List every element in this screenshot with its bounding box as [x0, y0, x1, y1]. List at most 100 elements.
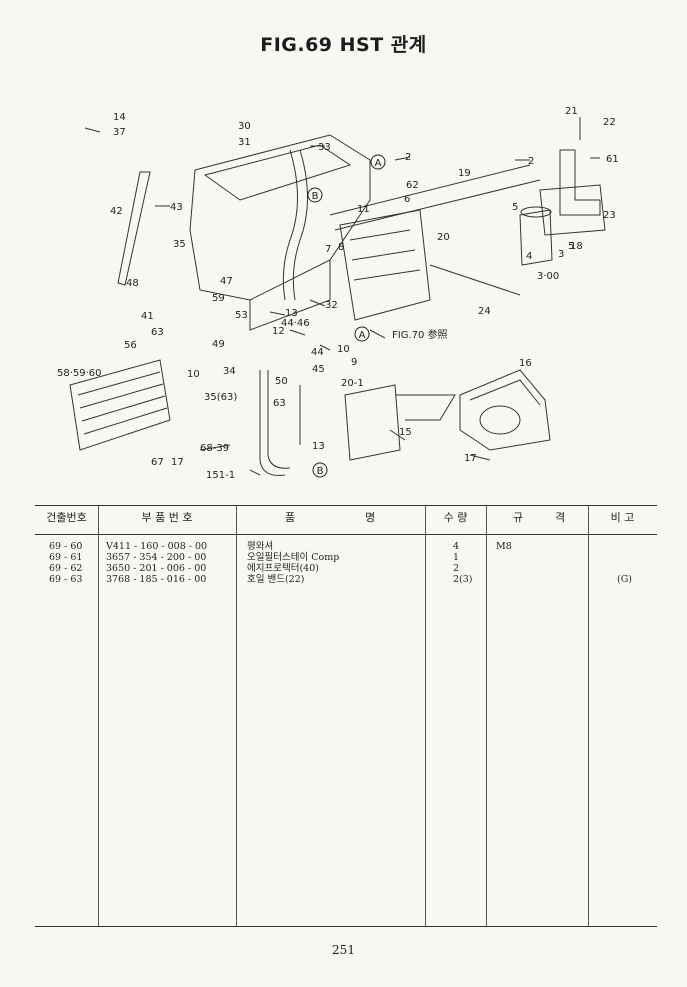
- callout-label: 17: [464, 453, 477, 464]
- callout-label: 47: [220, 276, 233, 287]
- callout-label: 5: [568, 241, 574, 252]
- header-name-right: 명: [365, 511, 376, 524]
- callout-label: 67: [151, 457, 164, 468]
- callout-label: 68-39: [200, 443, 229, 454]
- table-cell: [496, 552, 512, 563]
- callout-label: 10: [187, 369, 200, 380]
- callout-label: 6: [404, 194, 410, 205]
- column-spec: M8: [496, 541, 512, 585]
- callout-label: FIG.70 参照: [392, 328, 448, 341]
- callout-label: 45: [312, 364, 325, 375]
- column-remarks: (G): [617, 541, 632, 585]
- callout-label: 7: [325, 244, 331, 255]
- callout-label: 31: [238, 137, 251, 148]
- callout-label: 20: [437, 232, 450, 243]
- callout-label: 34: [223, 366, 236, 377]
- table-cell: 4: [453, 541, 460, 552]
- callout-label: 13: [312, 441, 325, 452]
- column-qty: 4 1 2 2(3): [453, 541, 473, 585]
- table-cell: V411 - 160 - 008 - 00: [106, 541, 208, 552]
- callout-label: 16: [519, 358, 532, 369]
- parts-table: 건출번호 부 품 번 호 품 명 수 량 규 격 비 고 69 - 60 69 …: [35, 505, 657, 927]
- callout-label: 24: [478, 306, 491, 317]
- callout-label: 5: [512, 202, 518, 213]
- callout-label: 48: [126, 278, 139, 289]
- callout-label: 61: [606, 154, 619, 165]
- header-name-left: 품: [285, 511, 296, 524]
- callout-label: 49: [212, 339, 225, 350]
- callout-label: 23: [603, 210, 616, 221]
- table-cell: 1: [453, 552, 460, 563]
- callout-label: 59: [212, 293, 225, 304]
- callout-label: 33: [318, 142, 331, 153]
- callout-label: 53: [235, 310, 248, 321]
- column-no: 69 - 60 69 - 61 69 - 62 69 - 63: [49, 541, 82, 585]
- callout-label: 35(63): [204, 392, 237, 403]
- table-cell: [496, 574, 512, 585]
- table-cell: 3768 - 185 - 016 - 00: [106, 574, 207, 585]
- callout-label: 44: [311, 347, 324, 358]
- callout-label: 4: [526, 251, 532, 262]
- callout-label: 43: [170, 202, 183, 213]
- callout-label: 15: [399, 427, 412, 438]
- callout-label: 20-1: [341, 378, 364, 389]
- table-cell: 69 - 61: [49, 552, 83, 563]
- circle-marker-label: B: [312, 191, 319, 202]
- table-cell: (G): [617, 574, 633, 585]
- table-cell: [617, 563, 632, 574]
- column-name: 평와셔 오일필터스테이 Comp 에지프로텍터(40) 호일 밴드(22): [247, 541, 339, 585]
- callout-label: 8: [338, 242, 344, 253]
- callout-label: 63: [151, 327, 164, 338]
- callout-label: 62: [406, 180, 419, 191]
- table-cell: 평와셔: [247, 541, 274, 552]
- header-qty: 수 량: [443, 511, 468, 524]
- callout-label: 56: [124, 340, 137, 351]
- table-cell: 3650 - 201 - 006 - 00: [106, 563, 207, 574]
- table-cell: [496, 563, 512, 574]
- callout-label: 35: [173, 239, 186, 250]
- diagram-circle-markers: [307, 154, 386, 478]
- table-cell: [617, 552, 632, 563]
- callout-label: 2: [528, 156, 534, 167]
- table-cell: 에지프로텍터(40): [247, 563, 319, 574]
- circle-marker-label: A: [375, 158, 382, 169]
- callout-label: 11: [357, 204, 370, 215]
- callout-label: 12: [272, 326, 285, 337]
- callout-label: 41: [141, 311, 154, 322]
- callout-label: 37: [113, 127, 126, 138]
- callout-label: 10: [337, 344, 350, 355]
- callout-label: 3: [558, 249, 564, 260]
- circle-marker-label: A: [359, 330, 366, 341]
- figure-title: FIG.69 HST 관계: [260, 34, 427, 56]
- header-part-number: 부 품 번 호: [141, 511, 193, 524]
- callout-label: 2: [405, 152, 411, 163]
- callout-label: 19: [458, 168, 471, 179]
- callout-label: 63: [273, 398, 286, 409]
- table-cell: 2: [453, 563, 460, 574]
- callout-label: 32: [325, 300, 338, 311]
- callout-label: 9: [351, 357, 357, 368]
- column-part-number: V411 - 160 - 008 - 00 3657 - 354 - 200 -…: [106, 541, 207, 585]
- table-cell: M8: [496, 541, 512, 552]
- header-no: 건출번호: [46, 511, 87, 524]
- callout-label: 58·59·60: [57, 368, 102, 379]
- circle-marker-label: B: [317, 466, 324, 477]
- callout-label: 30: [238, 121, 251, 132]
- table-cell: 2(3): [453, 574, 473, 585]
- callout-label: 13: [285, 308, 298, 319]
- callout-label: 3·00: [537, 271, 559, 282]
- header-spec-left: 규: [513, 511, 524, 524]
- callout-label: 14: [113, 112, 126, 123]
- table-cell: [617, 541, 632, 552]
- callout-label: 50: [275, 376, 288, 387]
- callout-label: 21: [565, 106, 578, 117]
- table-cell: 69 - 60: [49, 541, 83, 552]
- callout-label: 151-1: [206, 470, 235, 481]
- header-spec-right: 격: [555, 511, 566, 524]
- callout-label: 17: [171, 457, 184, 468]
- table-cell: 69 - 63: [49, 574, 83, 585]
- table-cell: 69 - 62: [49, 563, 83, 574]
- table-cell: 3657 - 354 - 200 - 00: [106, 552, 207, 563]
- header-remarks: 비 고: [610, 511, 635, 524]
